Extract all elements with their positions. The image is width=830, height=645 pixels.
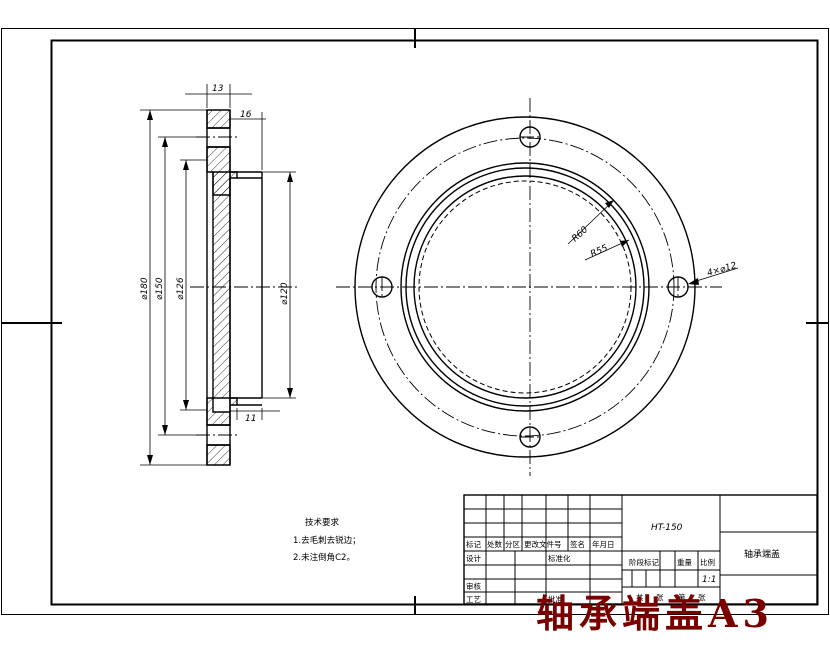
dim-holes: 4×⌀12	[706, 261, 738, 279]
watermark-title: 轴承端盖A3	[536, 591, 774, 636]
notes-line2: 2.未注倒角C2。	[293, 552, 355, 563]
dim-lines-width	[185, 84, 280, 420]
tb-material: HT-150	[651, 523, 683, 533]
tb-sign: 签名	[570, 539, 585, 549]
tb-scale: 1:1	[702, 575, 716, 585]
tb-count: 处数	[487, 539, 502, 549]
dim-dia-120: ⌀120	[280, 282, 290, 305]
dim-r55: R55	[589, 243, 609, 259]
tb-approve: 批准	[548, 594, 563, 604]
notes-line1: 1.去毛刺去锐边；	[293, 535, 361, 546]
tb-mark: 标记	[466, 539, 481, 549]
notes-title: 技术要求	[305, 517, 340, 528]
tb-review: 审核	[466, 581, 481, 591]
tb-part-name: 轴承端盖	[744, 548, 780, 560]
tb-scale-head: 比例	[700, 557, 715, 567]
tb-design: 设计	[466, 553, 481, 563]
dim-dia-126: ⌀126	[176, 277, 186, 300]
dim-lines-dia	[140, 109, 296, 466]
centering-marks	[2, 28, 828, 614]
dim-11: 11	[245, 414, 256, 424]
section-hatch-top	[206, 109, 231, 129]
dim-16: 16	[240, 110, 252, 120]
arrowheads-left	[147, 110, 293, 465]
inner-frame	[50, 39, 819, 606]
section-hatch-bottom2	[206, 397, 238, 426]
technical-notes: 技术要求 1.去毛刺去锐边； 2.未注倒角C2。	[293, 517, 361, 563]
tb-total: 共	[636, 593, 644, 602]
title-block: 标记 处数 分区 更改文件号 签名 年月日 设计 标准化 审核 工艺 批准 HT…	[463, 494, 818, 605]
section-hatch-bottom	[206, 444, 231, 466]
dim-r60: R60	[570, 225, 590, 244]
front-view: R60 R55 4×⌀12	[336, 98, 739, 476]
tb-weight: 重量	[677, 558, 692, 567]
tb-zone: 分区	[505, 540, 520, 549]
outer-border	[1, 28, 829, 615]
tb-standardize: 标准化	[548, 553, 571, 563]
section-hatch-body	[212, 171, 231, 399]
tb-process: 工艺	[466, 595, 481, 604]
tb-date: 年月日	[592, 539, 615, 549]
dim-13: 13	[212, 84, 224, 94]
tb-sheet2: 张	[698, 593, 706, 602]
tb-no: 第	[678, 592, 686, 602]
dim-dia-150: ⌀150	[155, 277, 165, 300]
section-view: 13 16 11 ⌀180 ⌀150	[140, 84, 300, 466]
tb-stage-mark: 阶段标记	[629, 557, 659, 567]
tb-docno: 更改文件号	[524, 539, 562, 549]
dim-dia-180: ⌀180	[140, 277, 150, 300]
tb-sheet: 张	[656, 593, 664, 602]
